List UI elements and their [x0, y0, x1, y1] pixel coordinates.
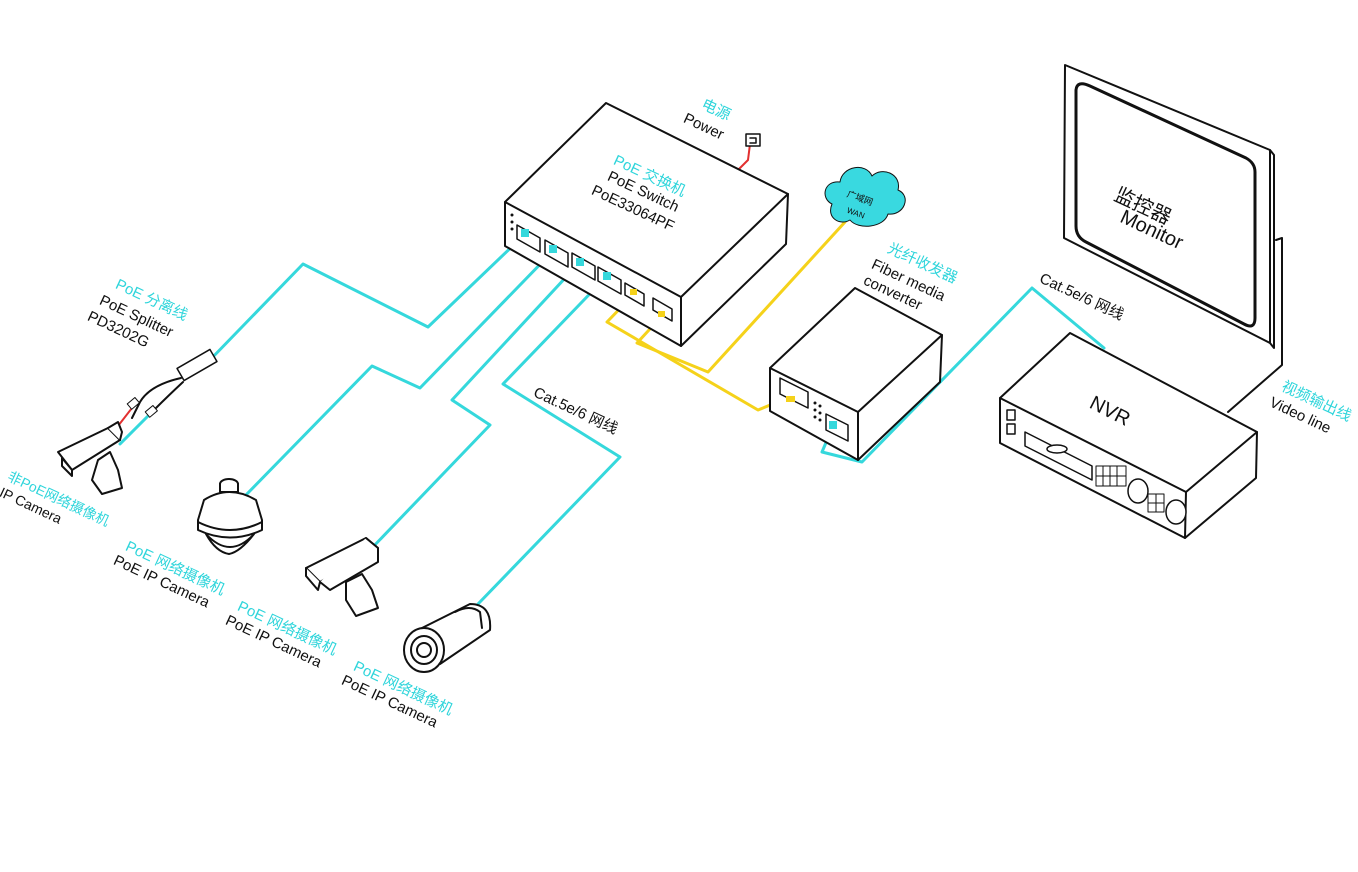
cable-switch-splitter — [206, 234, 525, 364]
box-camera-icon — [305, 537, 379, 617]
cable-splitter-camera — [118, 410, 154, 446]
wan-cloud-icon — [824, 167, 906, 227]
bullet-camera-icon — [57, 421, 123, 495]
cylinder-camera-icon — [403, 603, 492, 673]
monitor-icon — [1063, 64, 1283, 413]
dome-camera-icon — [197, 478, 263, 555]
fiber-converter-icon — [769, 287, 943, 461]
nvr-icon — [999, 332, 1258, 539]
fiber-cable-2 — [635, 220, 847, 374]
switch-port-plugs — [521, 229, 665, 317]
poe-splitter-icon — [117, 348, 218, 427]
cable-switch-cylinder — [476, 274, 622, 606]
power-adapter-icon — [745, 133, 761, 147]
cable-converter-nvr — [820, 286, 1106, 464]
ethernet-cables — [118, 234, 1106, 606]
power-cable — [737, 143, 751, 171]
cable-switch-boxcam — [368, 260, 582, 552]
cable-switch-dome — [242, 249, 555, 499]
